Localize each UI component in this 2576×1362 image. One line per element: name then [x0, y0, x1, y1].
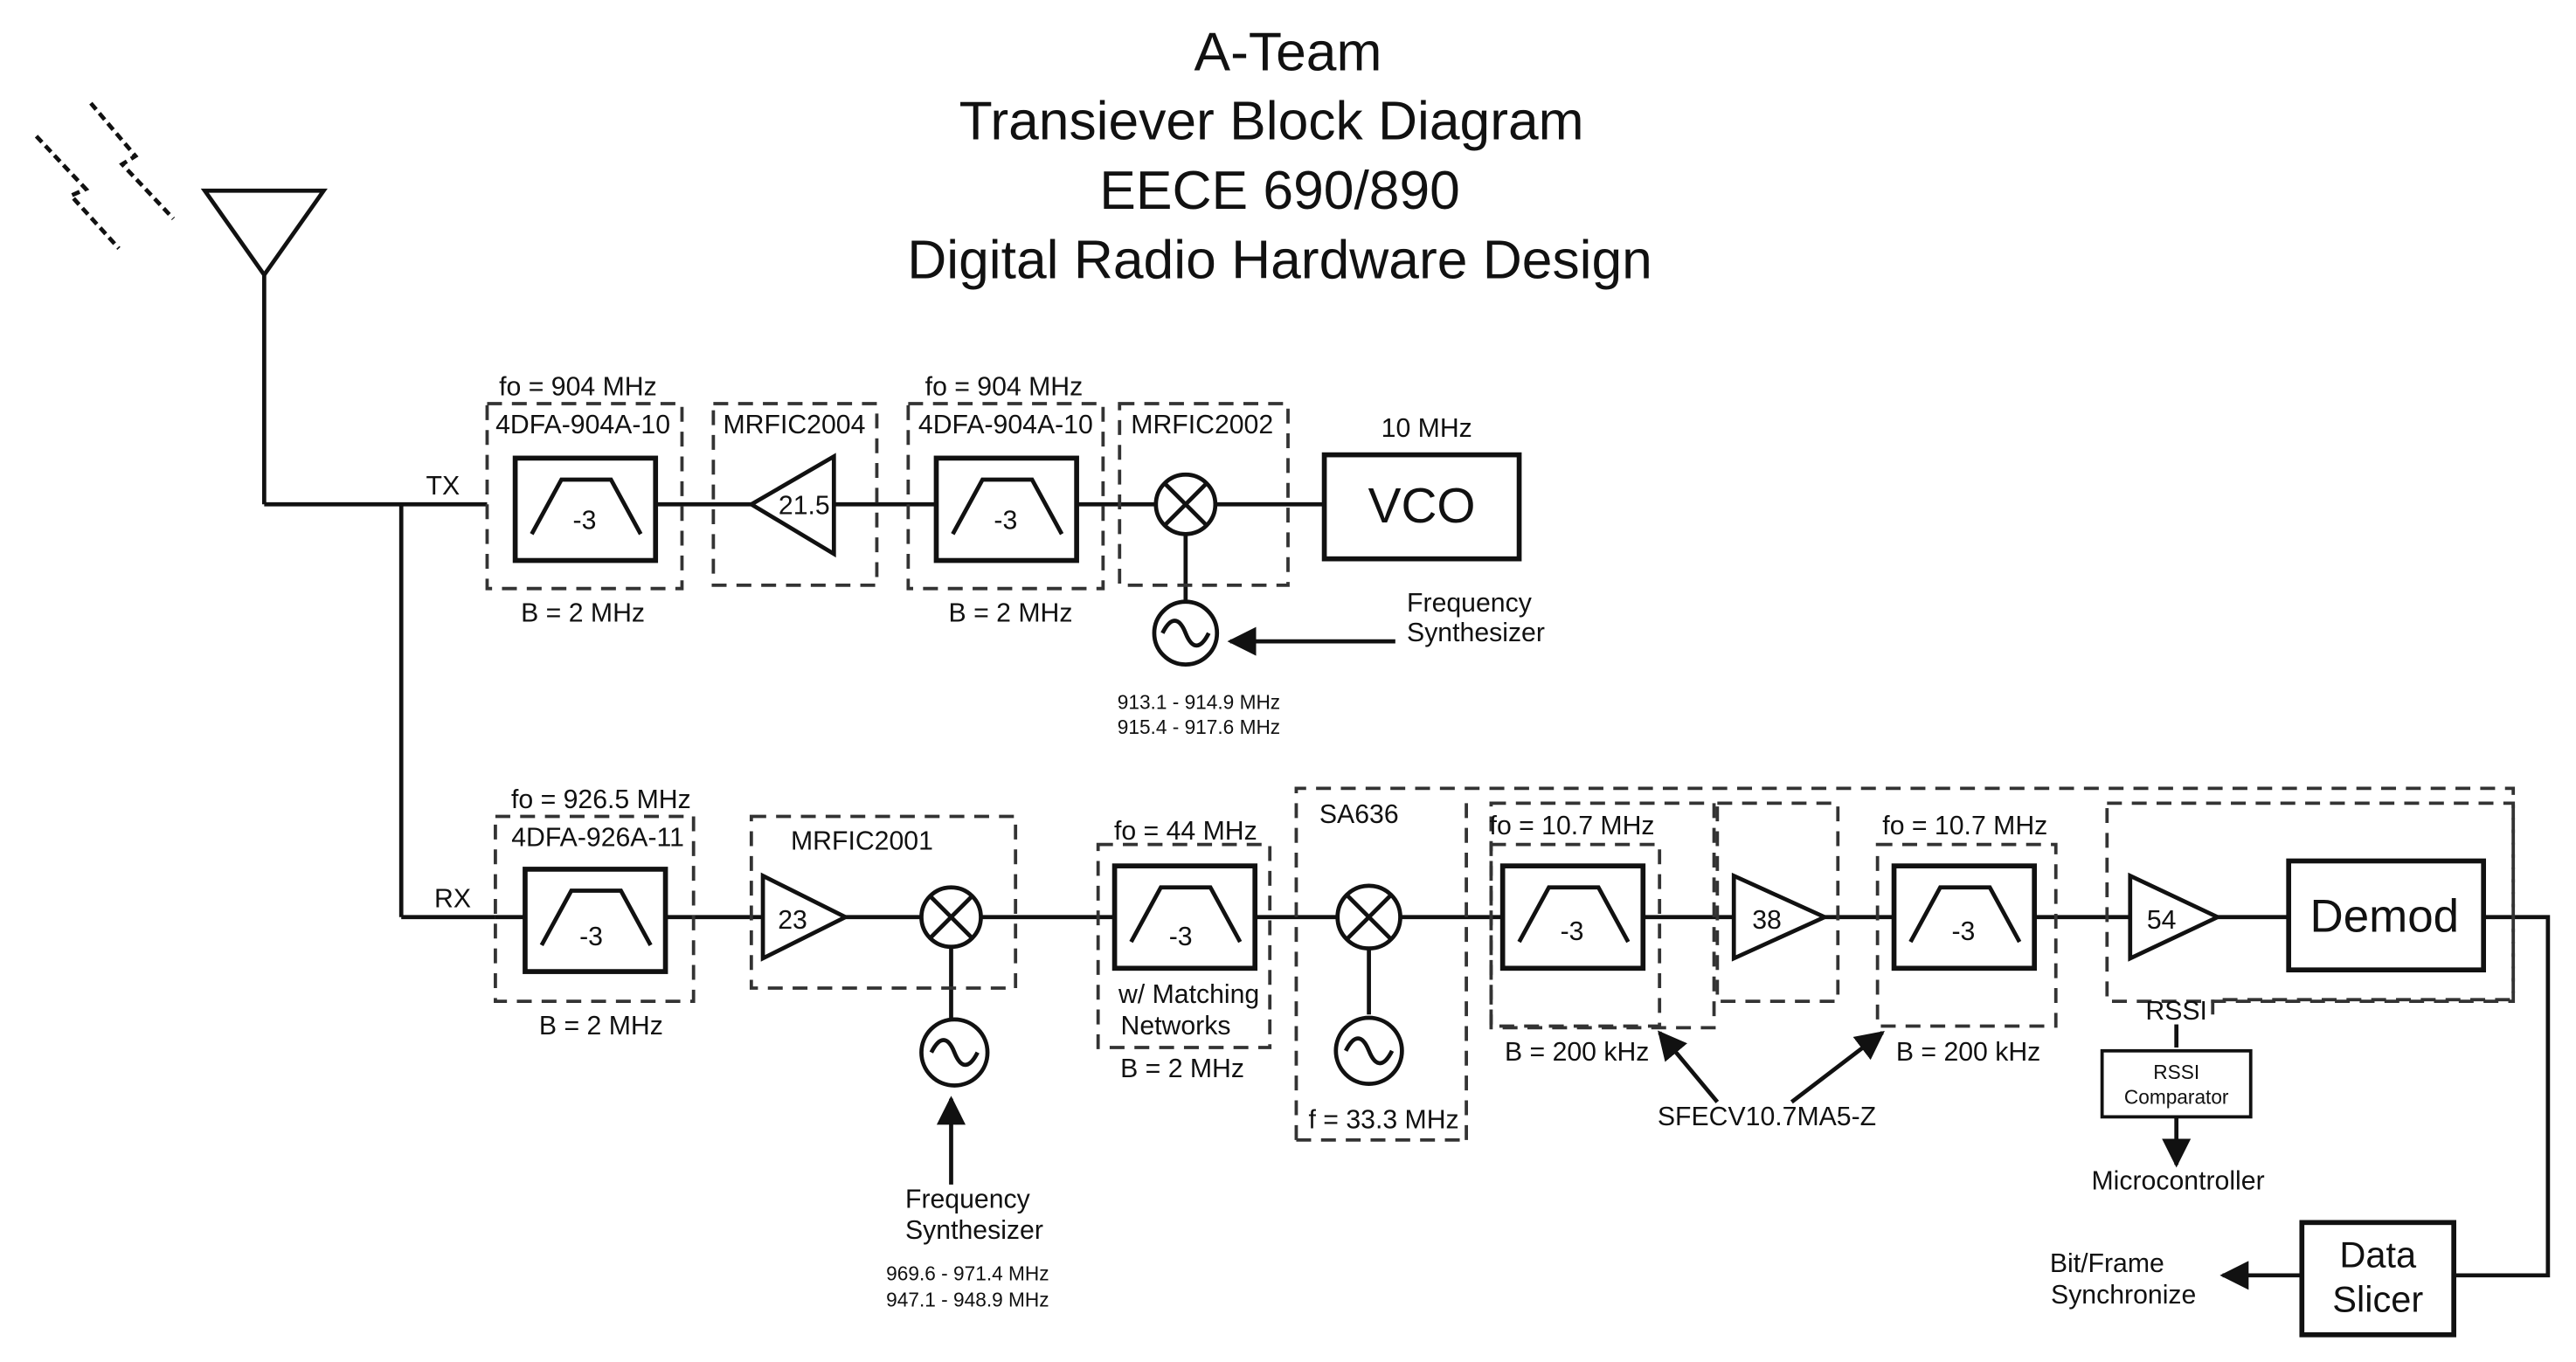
tx-filter-2-value: -3	[994, 507, 1017, 536]
rx-filter-1-freq: fo = 926.5 MHz	[511, 785, 691, 814]
title-line-2: Transiever Block Diagram	[959, 92, 1584, 152]
tx-synth-range-2: 915.4 - 917.6 MHz	[1118, 716, 1280, 738]
rx-ceramic-filter-2: fo = 10.7 MHz -3 B = 200 kHz	[1875, 812, 2058, 1067]
data-slicer-label-1: Data	[2339, 1234, 2417, 1275]
radio-wave-icon	[34, 101, 176, 250]
tx-synth-label-1: Frequency	[1407, 589, 1533, 618]
data-slicer-block: Data Slicer	[2299, 1220, 2456, 1338]
rx-synth-label-2: Synthesizer	[905, 1216, 1043, 1245]
title-line-1: A-Team	[1195, 22, 1382, 82]
rx-label: RX	[434, 884, 471, 913]
tx-amp-gain: 21.5	[779, 492, 830, 521]
tx-synth-label-2: Synthesizer	[1407, 619, 1545, 647]
tx-filter-2-freq: fo = 904 MHz	[925, 373, 1084, 402]
mixer-icon	[1153, 472, 1218, 536]
amplifier-triangle-icon	[760, 872, 850, 962]
rx-filter-1-part: 4DFA-926A-11	[511, 823, 684, 852]
title-line-3: EECE 690/890	[1099, 161, 1460, 221]
tx-filter-2-part: 4DFA-904A-10	[918, 411, 1093, 439]
vco-freq: 10 MHz	[1381, 414, 1472, 443]
rx-cf1-bandwidth: B = 200 kHz	[1505, 1038, 1649, 1067]
tx-filter-1-freq: fo = 904 MHz	[499, 373, 657, 402]
rx-if-filter-bandwidth: B = 2 MHz	[1120, 1054, 1244, 1083]
tx-filter-1: fo = 904 MHz 4DFA-904A-10 -3 B = 2 MHz	[485, 373, 684, 627]
amplifier-triangle-icon	[747, 453, 836, 558]
antenna-icon	[200, 188, 328, 505]
diagram-title: A-Team Transiever Block Diagram EECE 690…	[907, 22, 1652, 290]
bandpass-icon	[1129, 885, 1243, 944]
bandpass-icon	[530, 477, 643, 536]
tx-filter-1-value: -3	[573, 507, 597, 536]
rx-cf1-value: -3	[1561, 917, 1584, 946]
rx-amp38-gain: 38	[1752, 906, 1782, 935]
microcontroller-label: Microcontroller	[2091, 1167, 2264, 1196]
bandpass-icon	[539, 888, 653, 946]
rssi-comparator: RSSI Comparator	[2100, 1048, 2253, 1119]
rx-if-filter-value: -3	[1169, 923, 1193, 951]
rx-amp54-gain: 54	[2147, 906, 2177, 935]
bandpass-icon	[1908, 885, 2022, 944]
amplifier-triangle-icon	[2128, 872, 2223, 962]
rx-cf2-freq: fo = 10.7 MHz	[1882, 812, 2047, 840]
rssi-comparator-label-1: RSSI	[2153, 1061, 2199, 1083]
tx-oscillator-icon	[1152, 599, 1220, 667]
tx-filter-1-bandwidth: B = 2 MHz	[521, 598, 645, 627]
rx-cf2-value: -3	[1951, 917, 1975, 946]
rssi-comparator-label-2: Comparator	[2124, 1085, 2229, 1108]
rx-oscillator-icon	[919, 1017, 990, 1088]
rx-ceramic-filter-1: fo = 10.7 MHz -3 B = 200 kHz	[1489, 801, 1716, 1067]
tx-mixer: MRFIC2002	[1118, 402, 1290, 587]
rx-if-amp-38: 38	[1715, 801, 1840, 1003]
rssi-label: RSSI	[2145, 997, 2207, 1026]
signal-arrows	[936, 626, 2302, 1290]
rx-if-filter-note-1: w/ Matching	[1118, 980, 1259, 1009]
mixer-icon	[919, 885, 983, 950]
tx-synth-range-1: 913.1 - 914.9 MHz	[1118, 691, 1280, 714]
demod-label: Demod	[2310, 891, 2460, 943]
rx-synth-range-2: 947.1 - 948.9 MHz	[886, 1289, 1049, 1311]
rx-if-filter-freq: fo = 44 MHz	[1114, 817, 1257, 846]
rx-lna-part: MRFIC2001	[791, 826, 933, 855]
bandpass-icon	[951, 477, 1064, 536]
rx-cf2-bandwidth: B = 200 kHz	[1896, 1038, 2040, 1067]
rx-synth-range-1: 969.6 - 971.4 MHz	[886, 1262, 1049, 1284]
ceramic-filter-part: SFECV10.7MA5-Z	[1658, 1103, 1876, 1131]
title-line-4: Digital Radio Hardware Design	[907, 230, 1652, 290]
tx-filter-2: fo = 904 MHz 4DFA-904A-10 -3 B = 2 MHz	[906, 373, 1105, 627]
mixer-icon	[1335, 883, 1402, 951]
bit-frame-sync-label-1: Bit/Frame	[2050, 1249, 2164, 1278]
tx-label: TX	[426, 472, 460, 501]
bit-frame-sync-label-2: Synchronize	[2051, 1281, 2196, 1310]
vco-block: 10 MHz VCO	[1321, 414, 1522, 562]
rx-filter-1-value: -3	[579, 923, 603, 951]
sa636-label: SA636	[1319, 800, 1399, 829]
vco-label: VCO	[1368, 479, 1476, 534]
rx-if-filter-note-2: Networks	[1121, 1012, 1231, 1041]
bandpass-icon	[1517, 885, 1631, 944]
rx-limiter-demod: 54 Demod	[2105, 801, 2516, 1003]
rx-synth-label-1: Frequency	[905, 1185, 1031, 1213]
rx-lna-gain: 23	[778, 906, 807, 935]
tx-filter-1-part: 4DFA-904A-10	[495, 411, 670, 439]
rx-filter-1-bandwidth: B = 2 MHz	[539, 1012, 663, 1041]
rx-cf1-freq: fo = 10.7 MHz	[1490, 812, 1655, 840]
demod-block	[2286, 858, 2487, 973]
amplifier-triangle-icon	[1731, 872, 1830, 962]
tx-filter-2-bandwidth: B = 2 MHz	[949, 598, 1073, 627]
tx-amplifier: MRFIC2004 21.5	[711, 402, 879, 587]
rx-filter-1: fo = 926.5 MHz 4DFA-926A-11 -3 B = 2 MHz	[494, 785, 696, 1041]
rx-if-filter: fo = 44 MHz -3 w/ Matching Networks B = …	[1096, 817, 1272, 1083]
rx-lna-mixer: MRFIC2001 23	[749, 814, 1018, 990]
sa636-oscillator-icon	[1333, 1015, 1404, 1086]
tx-mixer-part: MRFIC2002	[1131, 411, 1273, 439]
data-slicer-label-2: Slicer	[2332, 1278, 2423, 1319]
sa636-lo-freq: f = 33.3 MHz	[1309, 1106, 1459, 1135]
tx-amp-part: MRFIC2004	[724, 411, 866, 439]
